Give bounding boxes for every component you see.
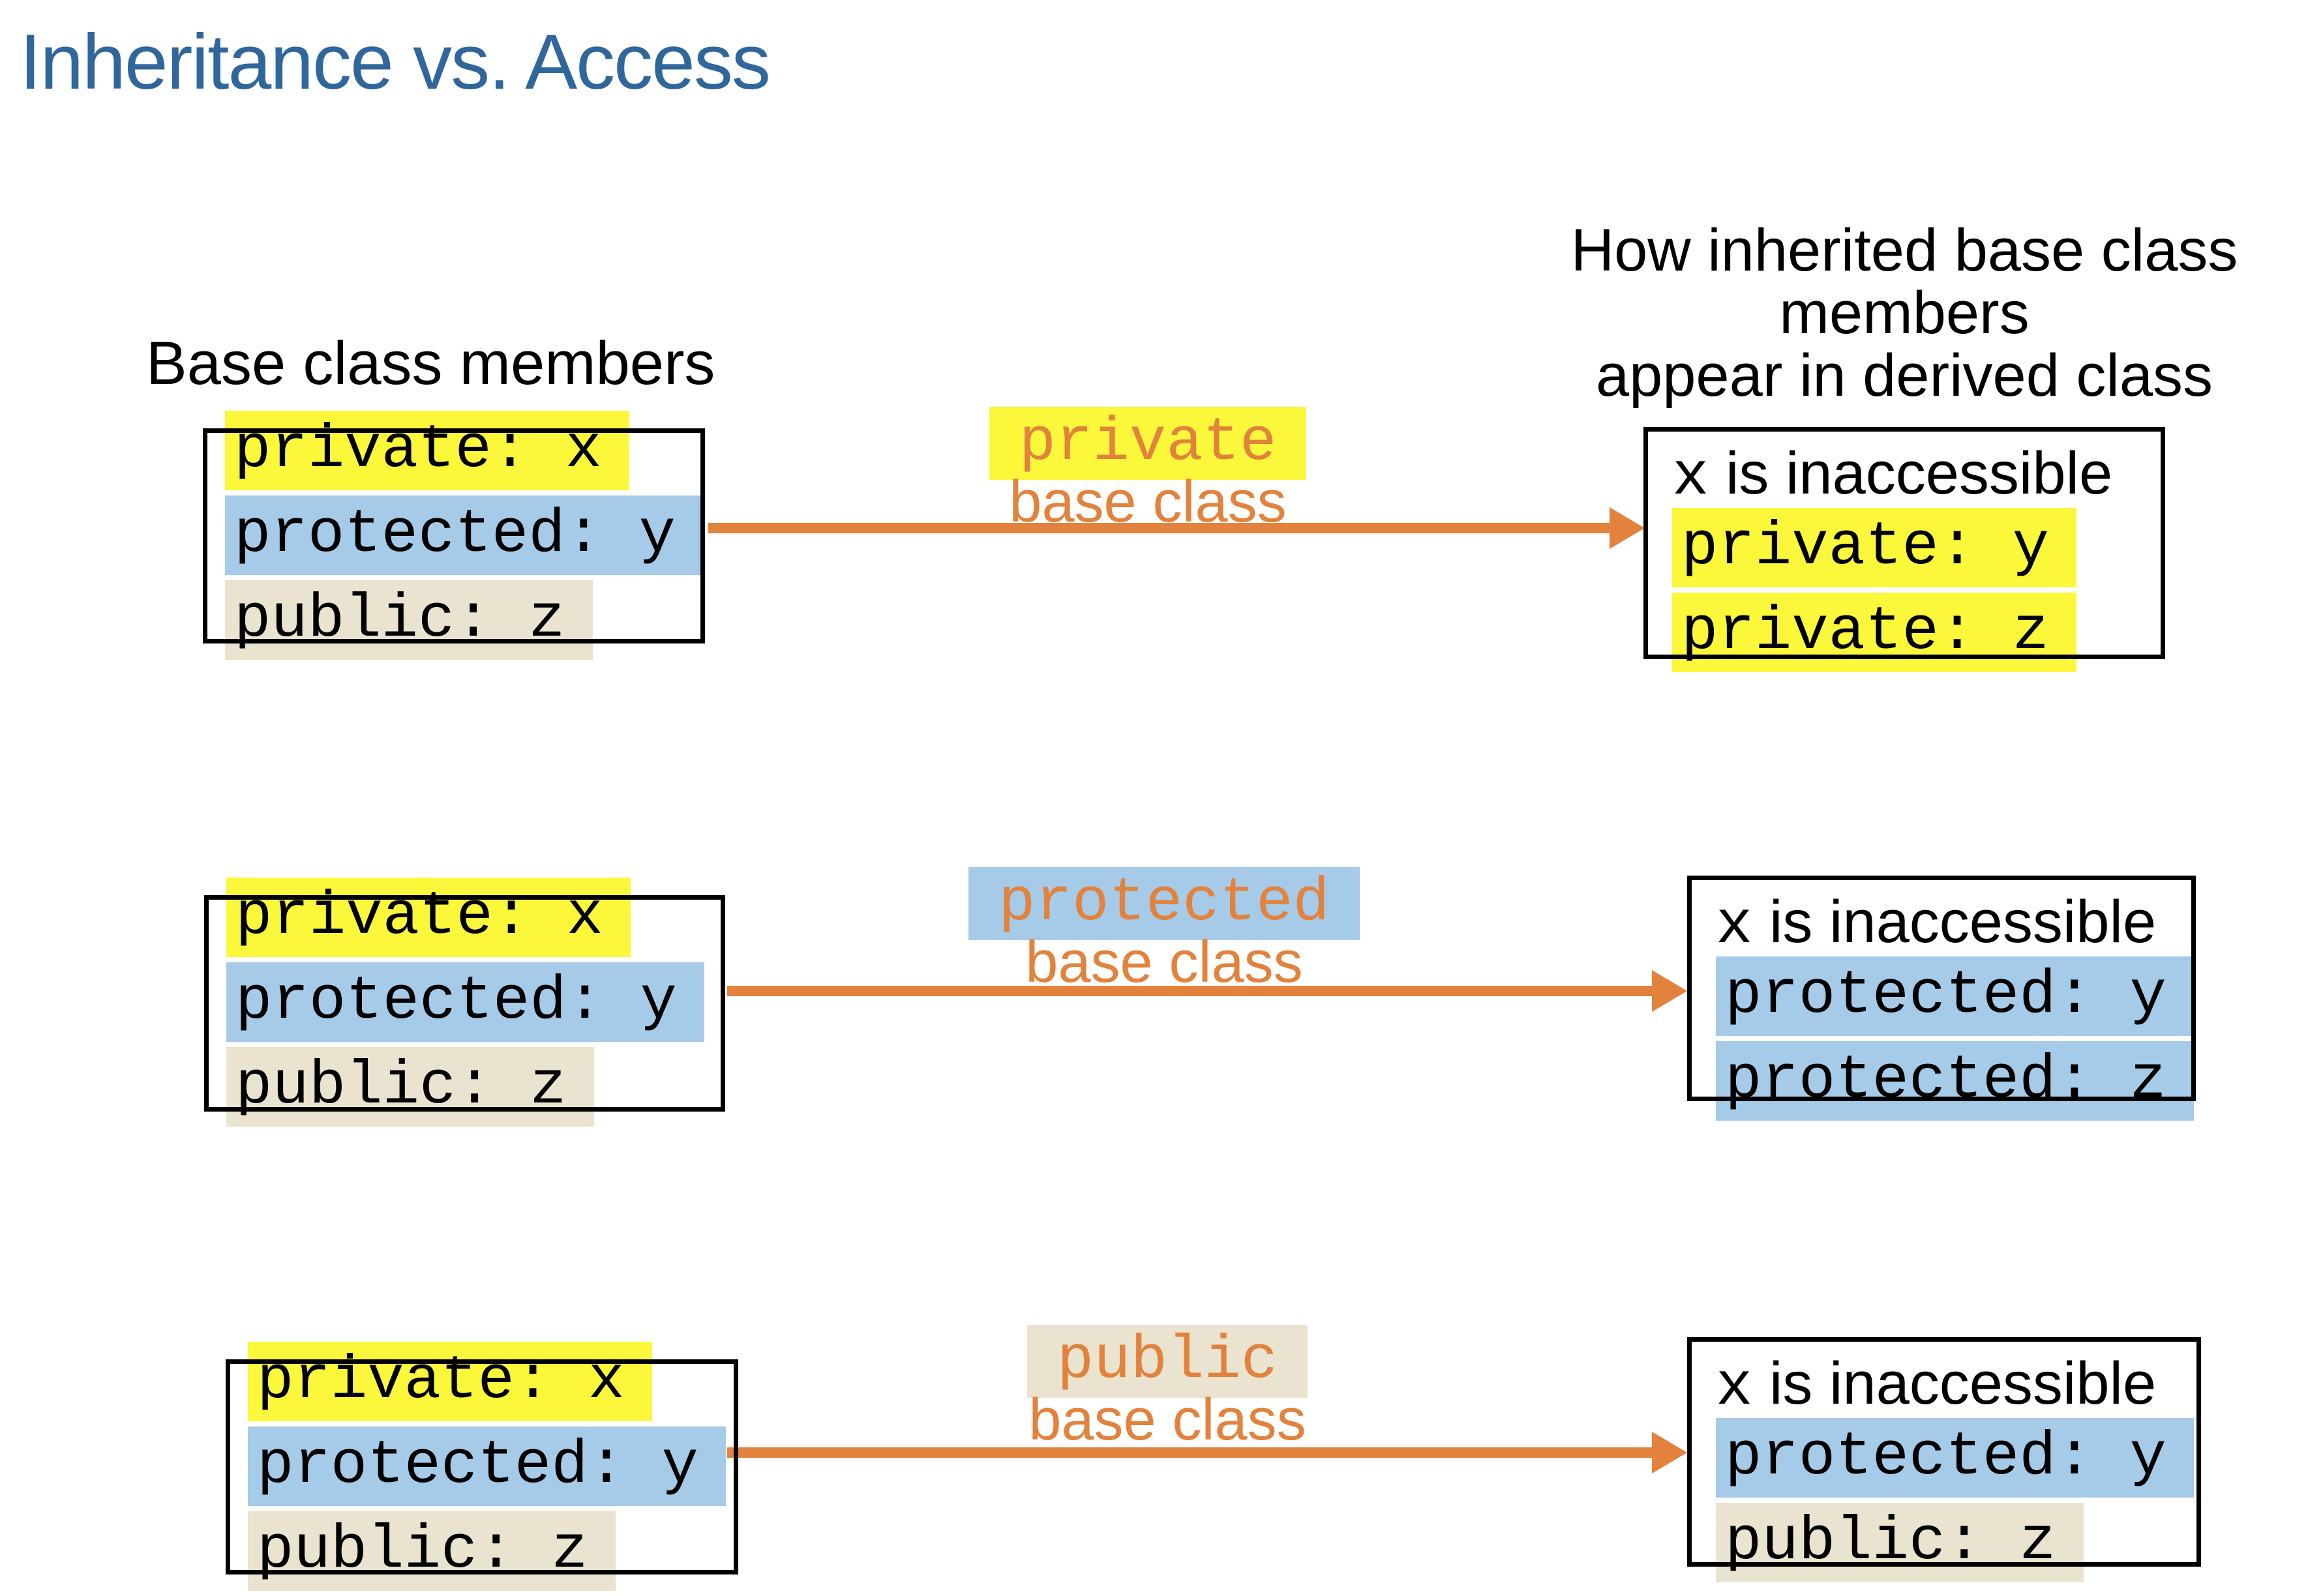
inheritance-arrow-head [1652, 970, 1687, 1012]
box-frame [203, 428, 705, 643]
inheritance-arrow-line [708, 523, 1611, 533]
left-column-heading: Base class members [146, 329, 715, 397]
derived-class-box-private: x is inaccessible private: y private: z [1643, 427, 2165, 672]
inheritance-arrow-line [727, 1447, 1653, 1458]
member-private-x: private: x [248, 1342, 653, 1421]
derived-members: protected: y protected: z [1716, 956, 2194, 1126]
inaccessible-text: is inaccessible [1752, 889, 2157, 955]
derived-class-box-public: x is inaccessible protected: y public: z [1687, 1337, 2201, 1582]
inaccessible-text: is inaccessible [1709, 440, 2113, 507]
box-frame [1687, 876, 2196, 1101]
base-class-box-public-row: private: x protected: y public: z [226, 1342, 738, 1591]
inaccessible-note: x is inaccessible [1672, 439, 2165, 512]
box-frame [204, 895, 725, 1112]
arrow-label-base-class: base class [1009, 469, 1287, 535]
inheritance-arrow-line [727, 986, 1653, 996]
member-protected-y: protected: y [248, 1426, 726, 1506]
member-private-x: private: x [226, 878, 631, 957]
inheritance-keyword-public: public [1027, 1325, 1308, 1398]
member-private-y: private: y [1672, 508, 2077, 587]
right-heading-line-1: How inherited base class [1570, 217, 2238, 284]
inheritance-arrow-head [1610, 507, 1645, 549]
inaccessible-note: x is inaccessible [1716, 1349, 2201, 1423]
member-protected-y: protected: y [225, 495, 703, 575]
arrow-label-base-class: base class [1025, 930, 1303, 995]
base-class-box-protected-row: private: x protected: y public: z [204, 878, 725, 1127]
inaccessible-note: x is inaccessible [1716, 887, 2196, 961]
slide-title: Inheritance vs. Access [20, 18, 771, 106]
inheritance-keyword-protected: protected [968, 867, 1360, 940]
right-column-heading: How inherited base class members appear … [1500, 219, 2309, 407]
inheritance-keyword-private: private [989, 407, 1307, 480]
member-protected-y: protected: y [226, 962, 704, 1042]
derived-class-box-protected: x is inaccessible protected: y protected… [1687, 876, 2196, 1121]
right-heading-line-3: appear in derived class [1595, 342, 2213, 409]
member-protected-y: protected: y [1716, 1418, 2194, 1498]
inaccessible-text: is inaccessible [1752, 1350, 2157, 1417]
box-frame [1643, 427, 2165, 659]
base-class-box-private-row: private: x protected: y public: z [203, 411, 705, 660]
variable-x: x [1716, 1353, 1753, 1423]
arrow-label-protected: protected base class [871, 867, 1458, 995]
right-heading-line-2: members [1779, 280, 2030, 346]
arrow-label-private: private base class [854, 407, 1441, 535]
arrow-label-base-class: base class [1028, 1387, 1306, 1453]
variable-x: x [1672, 443, 1709, 512]
box-frame [226, 1359, 738, 1574]
member-protected-y: protected: y [1716, 956, 2194, 1036]
arrow-label-public: public base class [874, 1325, 1461, 1453]
box-frame [1687, 1337, 2201, 1567]
base-class-members: private: x protected: y public: z [248, 1342, 726, 1596]
variable-x: x [1716, 892, 1753, 961]
member-private-x: private: x [225, 411, 630, 490]
member-protected-z: protected: z [1716, 1041, 2194, 1121]
inheritance-arrow-head [1652, 1432, 1687, 1473]
